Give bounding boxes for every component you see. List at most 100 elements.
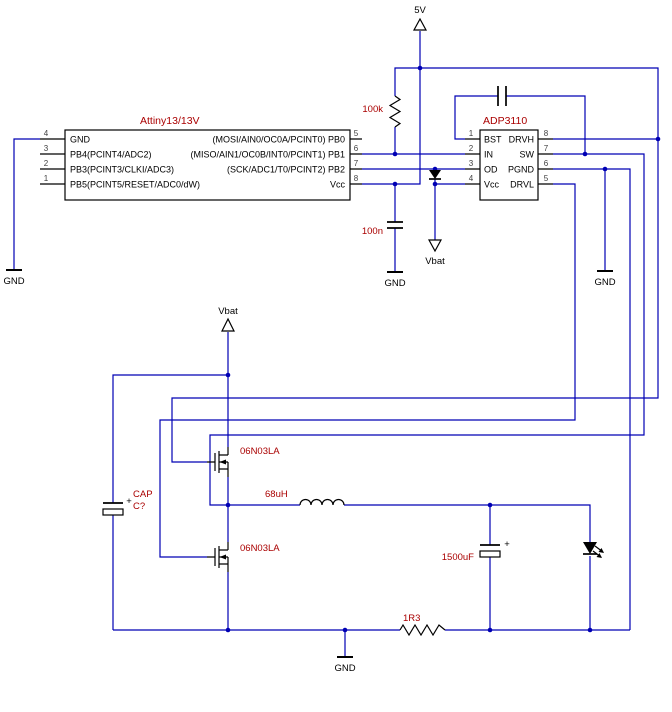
- capacitor-plates: [387, 221, 403, 229]
- mcu-body: [64, 129, 351, 201]
- net-inductor-out: [344, 504, 591, 542]
- mcu-pin-label: (SCK/ADC1/T0/PCINT2) PB2: [227, 165, 345, 175]
- led-arrowhead: [598, 548, 604, 553]
- junction-dot: [225, 372, 231, 378]
- resistor-pullup: 100k: [362, 95, 402, 128]
- net-5v-vertical: [362, 31, 421, 185]
- supply-5v-triangle: [412, 17, 428, 31]
- gnd-label: GND: [334, 663, 355, 674]
- junction-dot: [487, 627, 493, 633]
- capacitor-plates: [497, 86, 507, 106]
- led-triangle: [583, 542, 597, 554]
- junction-dot: [587, 627, 593, 633]
- net-sw-route: [209, 153, 645, 506]
- mcu-pin-stubs: [40, 138, 362, 185]
- led-symbol: [583, 542, 604, 558]
- inductor-value: 68uH: [265, 489, 288, 500]
- driver-pin-number: 4: [469, 174, 474, 183]
- resistor-value: 1R3: [403, 613, 420, 624]
- driver-symbol: ADP3110 1 2 3 4 8 7 6 5 BST IN OD Vcc DR…: [465, 115, 553, 201]
- wires: [13, 31, 659, 657]
- junction-dot: [225, 502, 231, 508]
- driver-name: ADP3110: [483, 115, 527, 127]
- driver-pin-number: 5: [544, 174, 549, 183]
- net-pgnd-route: [553, 168, 631, 630]
- capacitor-output: + 1500uF: [442, 539, 510, 563]
- gnd-label: GND: [3, 276, 24, 287]
- driver-body: [479, 129, 539, 201]
- junction-dot: [225, 627, 231, 633]
- capacitor-bottom-plate: [102, 508, 124, 516]
- driver-pin-number: 6: [544, 159, 549, 168]
- net-drvl-route: [159, 183, 576, 558]
- driver-pin-number: 1: [469, 129, 474, 138]
- mcu-pin-number: 5: [354, 129, 359, 138]
- mcu-pin-number: 1: [44, 174, 49, 183]
- mosfet-label: 06N03LA: [240, 446, 280, 457]
- inductor-main: 68uH: [265, 489, 345, 506]
- gnd-label: GND: [384, 278, 405, 289]
- junction-dot: [582, 151, 588, 157]
- capacitor-plus-sign: +: [126, 496, 132, 507]
- mcu-symbol: Attiny13/13V 4 3 2 1 5 6 7 8 GND PB4(PCI…: [40, 115, 362, 201]
- mcu-pin-label: GND: [70, 135, 91, 145]
- mcu-pin-label: PB3(PCINT3/CLKI/ADC3): [70, 165, 174, 175]
- driver-pin-label: OD: [484, 165, 498, 175]
- junction-dot: [487, 502, 493, 508]
- capacitor-decouple: 100n: [362, 221, 403, 237]
- mcu-pin-label: (MISO/AIN1/OC0B/INT0/PCINT1) PB1: [190, 150, 345, 160]
- mcu-pin-number: 7: [354, 159, 359, 168]
- driver-pin-label: DRVH: [509, 135, 534, 145]
- supply-5v-label: 5V: [414, 5, 426, 16]
- mcu-pin-number: 6: [354, 144, 359, 153]
- driver-pin-label: PGND: [508, 165, 535, 175]
- mosfet-arrow: [219, 554, 226, 560]
- driver-pin-number: 8: [544, 129, 549, 138]
- mcu-pin-number: 2: [44, 159, 49, 168]
- junction-dot: [417, 65, 423, 71]
- mcu-pin-label: PB5(PCINT5/RESET/ADC0/dW): [70, 180, 200, 190]
- net-bootstrap-right: [506, 95, 586, 154]
- driver-pin-label: BST: [484, 135, 502, 145]
- capacitor-value: C?: [133, 501, 145, 512]
- junction-dot: [392, 181, 398, 187]
- junction-dot: [392, 151, 398, 157]
- supply-vbat-up-triangle: [221, 317, 235, 332]
- capacitor-input: + CAP C?: [102, 489, 153, 516]
- mosfet-high-side: 06N03LA: [207, 446, 280, 477]
- diode-bootstrap: [429, 170, 441, 180]
- mosfet-low-side: 06N03LA: [207, 542, 280, 572]
- mcu-pin-label: Vcc: [330, 180, 346, 190]
- capacitor-bootstrap: [497, 86, 507, 106]
- driver-pin-number: 3: [469, 159, 474, 168]
- mcu-pin-number: 4: [44, 129, 49, 138]
- driver-pin-label: Vcc: [484, 180, 500, 190]
- driver-pin-number: 7: [544, 144, 549, 153]
- diode-triangle: [429, 170, 441, 179]
- junction-dot: [655, 136, 661, 142]
- driver-pin-label: IN: [484, 150, 493, 160]
- capacitor-plus-sign: +: [504, 539, 510, 550]
- led-arrowhead: [596, 553, 602, 558]
- capacitor-value: 1500uF: [442, 552, 474, 563]
- junction-dot: [602, 166, 608, 172]
- net-rail-top: [171, 67, 659, 463]
- inductor-coils: [299, 498, 345, 506]
- resistor-zigzag: [388, 95, 402, 128]
- mcu-pin-number: 8: [354, 174, 359, 183]
- junction-dots: [225, 65, 661, 633]
- junction-dot: [432, 181, 438, 187]
- driver-pin-label: DRVL: [510, 180, 534, 190]
- mosfet-arrow: [219, 459, 226, 465]
- driver-pin-number: 2: [469, 144, 474, 153]
- supply-vbat-label: Vbat: [425, 256, 445, 267]
- resistor-sense: 1R3: [399, 613, 446, 637]
- driver-pin-stubs: [465, 138, 553, 185]
- gnd-label: GND: [594, 277, 615, 288]
- mcu-pin-number: 3: [44, 144, 49, 153]
- mcu-pin-label: PB4(PCINT4/ADC2): [70, 150, 152, 160]
- net-mcu-gnd-left: [13, 138, 40, 270]
- capacitor-name: CAP: [133, 489, 153, 500]
- supply-vbat-down-triangle: [427, 239, 443, 253]
